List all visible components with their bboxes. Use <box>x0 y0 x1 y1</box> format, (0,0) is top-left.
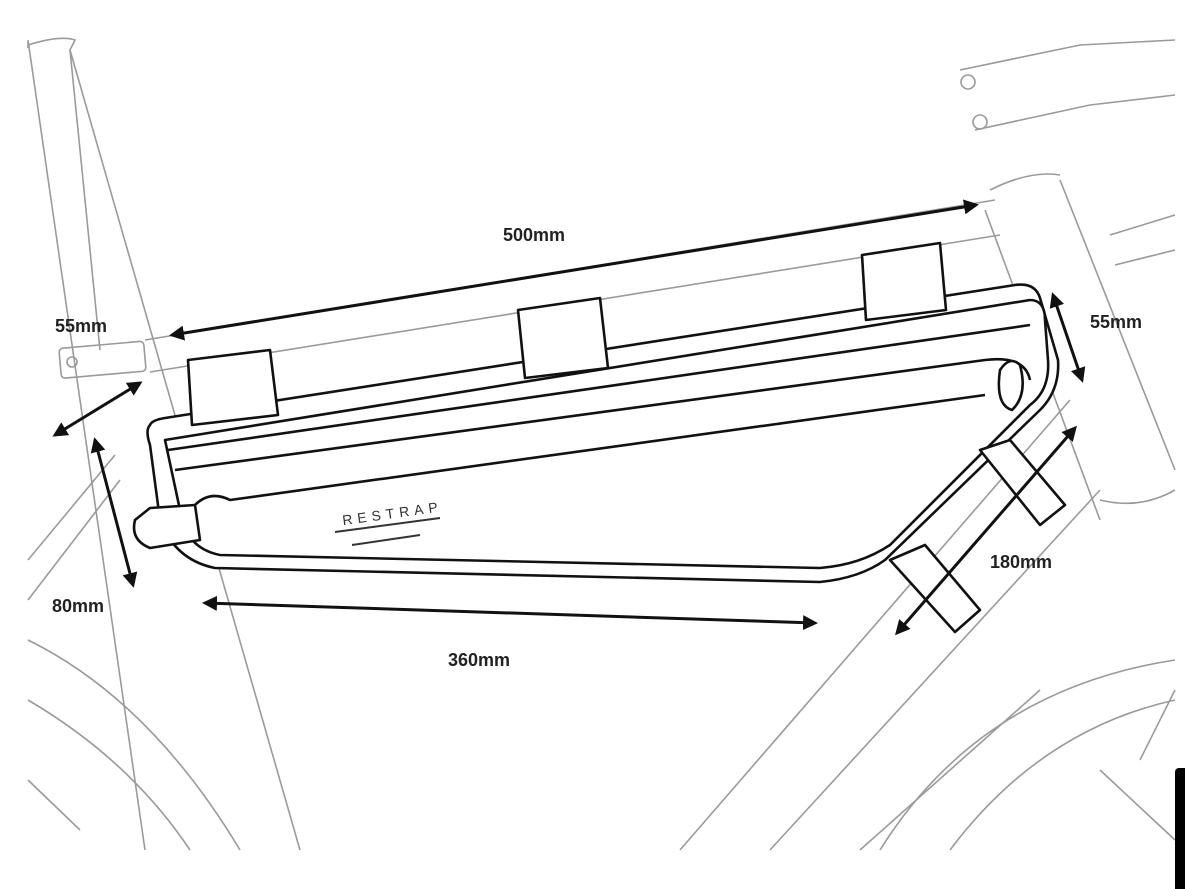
arrow-bottom-length <box>202 595 818 631</box>
label-bottom-length: 360mm <box>448 650 511 670</box>
frame-bag: RESTRAP <box>132 241 1067 634</box>
arrow-top-length <box>169 199 979 341</box>
arrow-rear-height <box>90 437 138 588</box>
label-front-width: 55mm <box>1090 312 1143 332</box>
label-rear-height: 80mm <box>52 596 105 616</box>
edge-bar <box>1175 768 1185 889</box>
zip-pull <box>997 359 1024 412</box>
arrow-front-width <box>1049 292 1086 383</box>
rear-buckle <box>132 503 202 550</box>
label-rear-width: 55mm <box>55 316 108 336</box>
label-top-length: 500mm <box>503 225 566 245</box>
dimension-arrows <box>52 199 1086 636</box>
label-front-height: 180mm <box>990 552 1053 572</box>
arrow-rear-width <box>52 381 143 437</box>
arrow-front-height <box>895 425 1077 636</box>
